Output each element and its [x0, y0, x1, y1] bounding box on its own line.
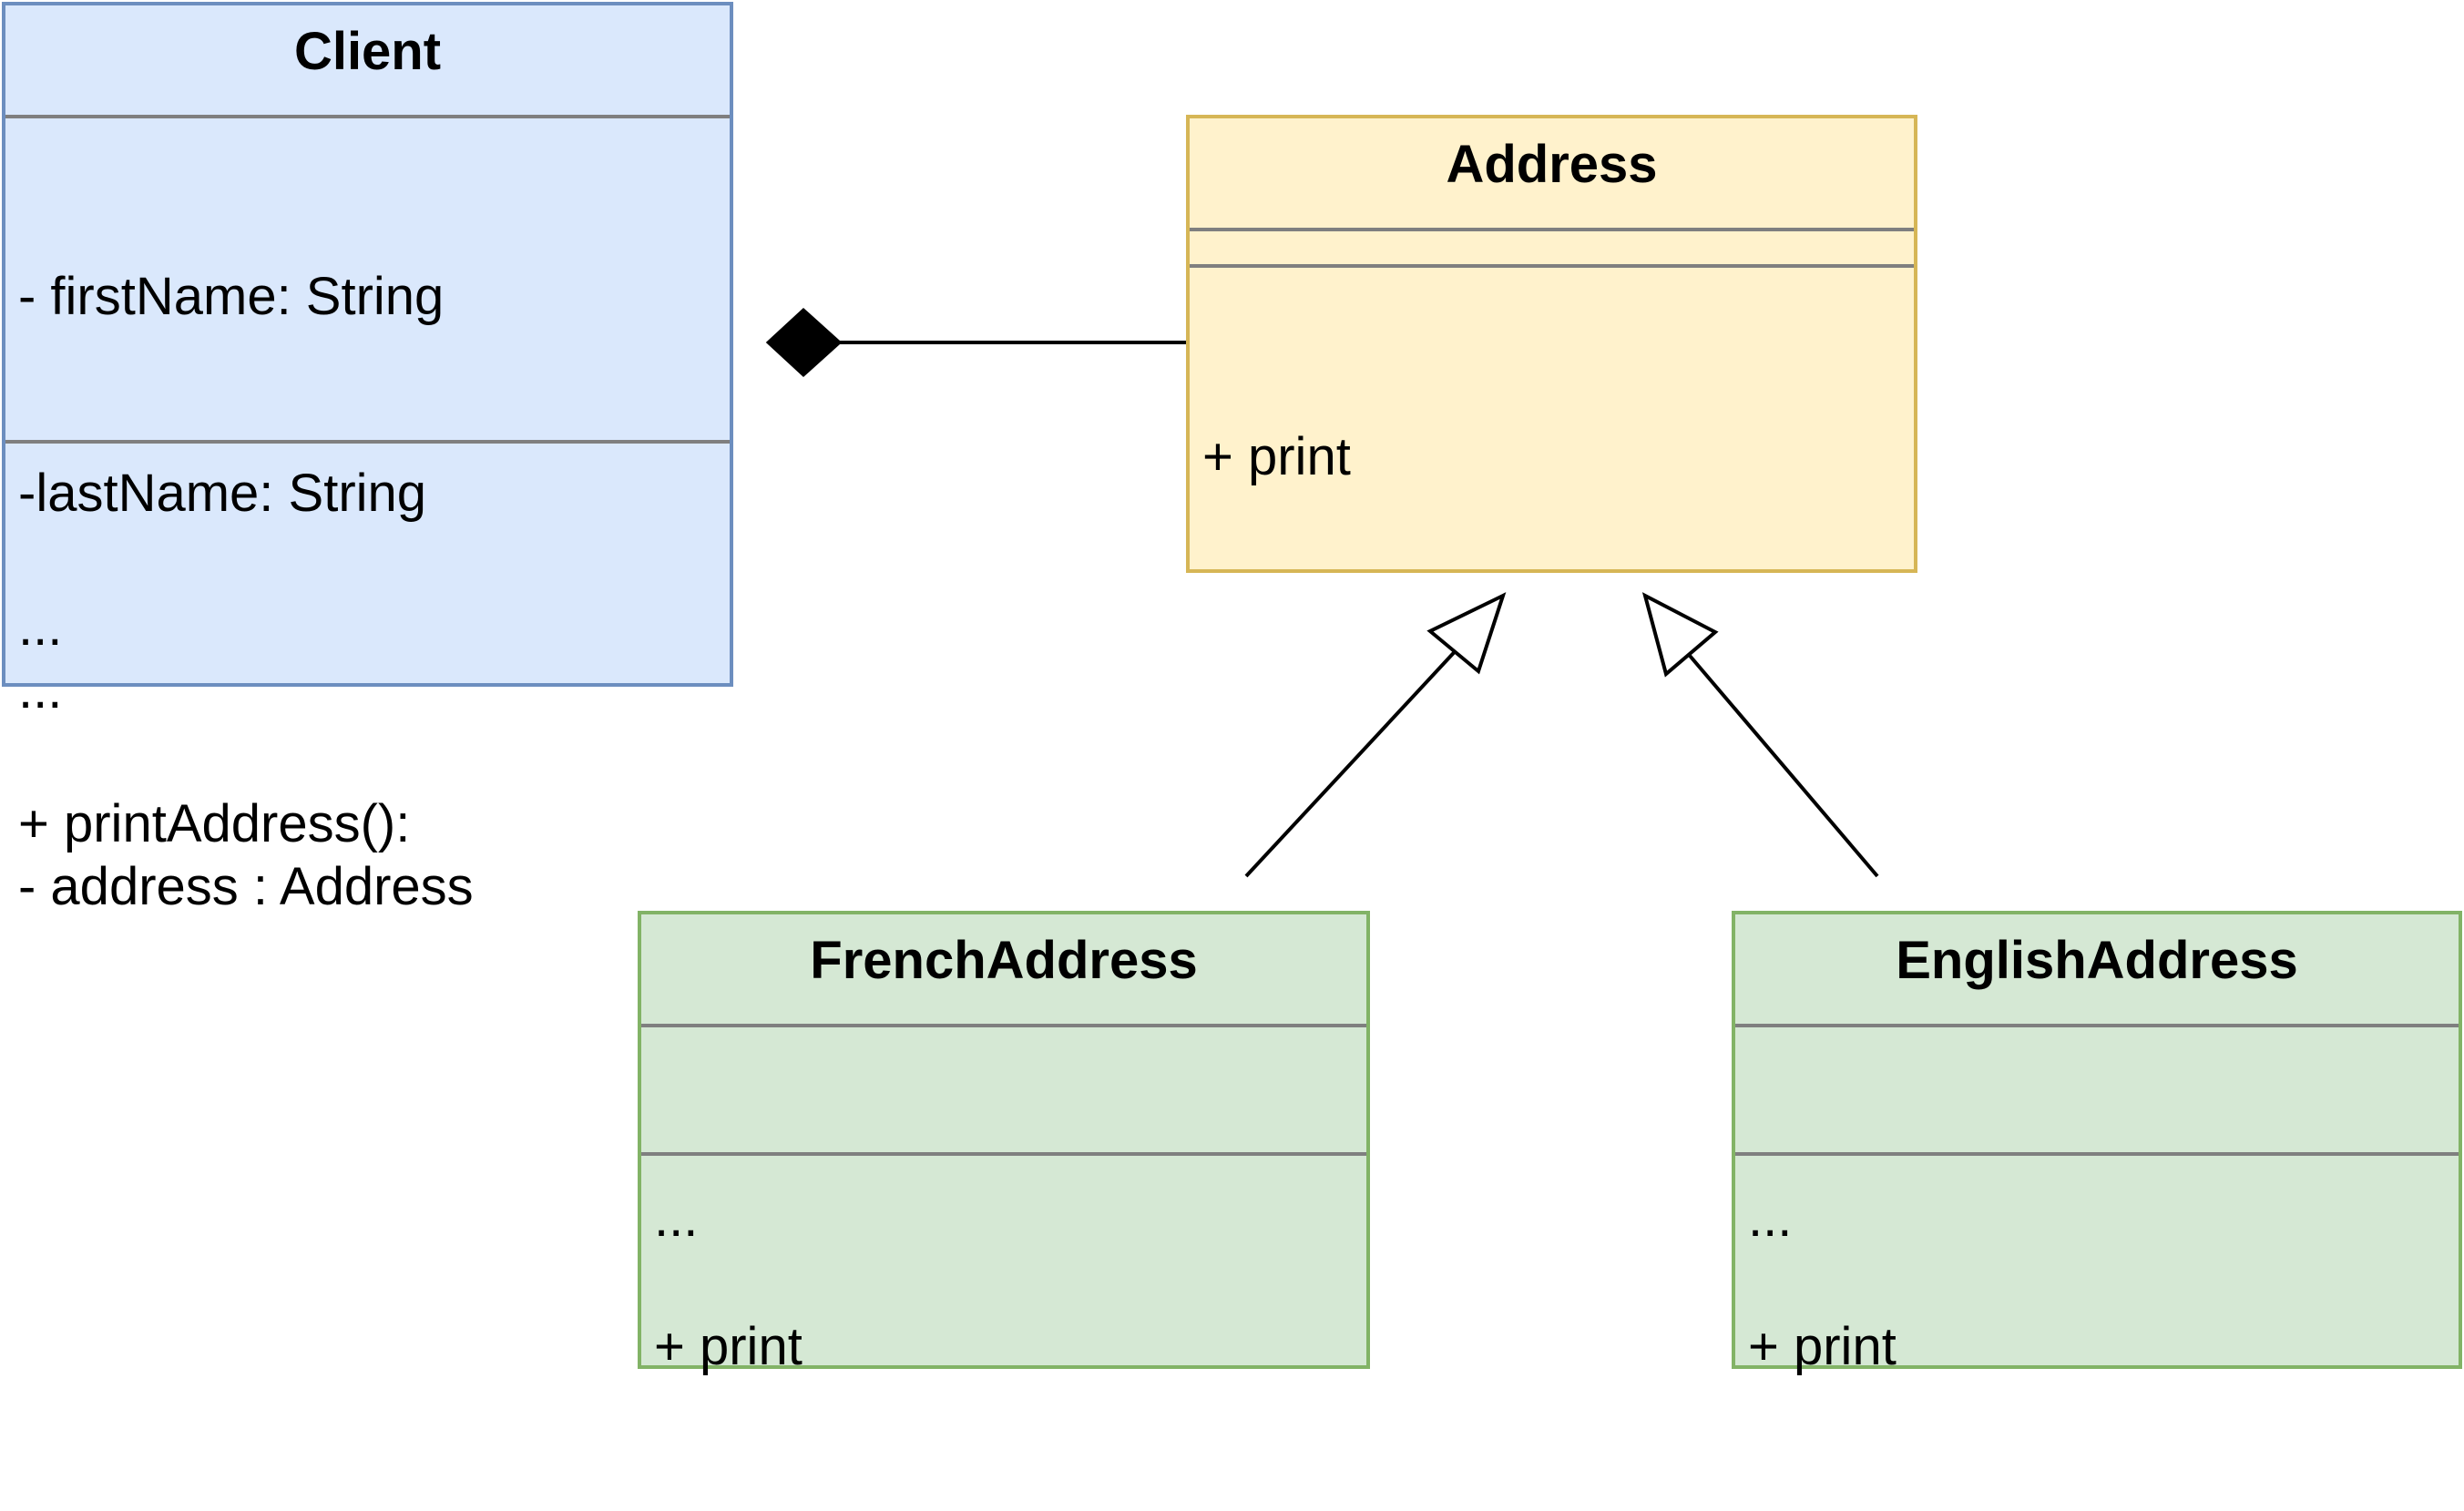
english-address-class[interactable]: EnglishAddress ... + print [1732, 911, 2462, 1376]
client-method-ellipsis: ... [18, 597, 63, 657]
english-address-header-divider [1735, 1024, 2459, 1027]
english-address-attributes: ... [1735, 1027, 2459, 1248]
french-address-method-print: + print [654, 1317, 803, 1376]
client-class-title: Client [293, 22, 442, 81]
client-method-printaddress: + printAddress(): [18, 794, 411, 853]
french-address-attributes: ... [641, 1027, 1366, 1248]
french-address-class[interactable]: FrenchAddress ... + print [638, 911, 1370, 1376]
address-methods: + print [1190, 268, 1914, 621]
english-generalization-line[interactable] [1683, 648, 1879, 878]
connectors-layer [765, 307, 1879, 878]
french-address-class-title: FrenchAddress [810, 931, 1198, 990]
french-address-header-divider [641, 1024, 1366, 1027]
client-attributes-divider [5, 440, 730, 444]
french-generalization-line[interactable] [1244, 643, 1463, 878]
client-attribute-lastname: -lastName: String [18, 464, 427, 523]
composition-diamond [765, 307, 843, 378]
french-address-attributes-divider [641, 1152, 1366, 1156]
client-attribute-address: - address : Address [18, 857, 474, 916]
address-method-print: + print [1202, 427, 1351, 486]
english-address-attribute-ellipsis: ... [1748, 1189, 1793, 1248]
english-address-method-print: + print [1748, 1317, 1897, 1376]
english-address-attributes-divider [1735, 1152, 2459, 1156]
english-address-class-title: EnglishAddress [1896, 931, 2298, 990]
client-attribute-ellipsis: ... [18, 660, 63, 720]
client-class[interactable]: Client - firstName: String -lastName: St… [2, 2, 733, 916]
address-class-title: Address [1446, 135, 1658, 194]
client-attribute-firstname: - firstName: String [18, 267, 445, 326]
french-generalization-arrowhead [1426, 592, 1507, 675]
english-generalization-arrowhead [1641, 592, 1719, 678]
client-attributes: - firstName: String -lastName: String ..… [5, 118, 730, 916]
french-address-attribute-ellipsis: ... [654, 1189, 699, 1248]
english-address-methods: + print [1735, 1156, 2459, 1511]
french-address-methods: + print [641, 1156, 1366, 1511]
address-attributes-divider [1190, 264, 1914, 268]
client-methods: ... + printAddress(): [5, 444, 730, 988]
address-header-divider [1190, 228, 1914, 231]
client-header-divider [5, 115, 730, 118]
address-class[interactable]: Address + print [1186, 115, 1917, 573]
